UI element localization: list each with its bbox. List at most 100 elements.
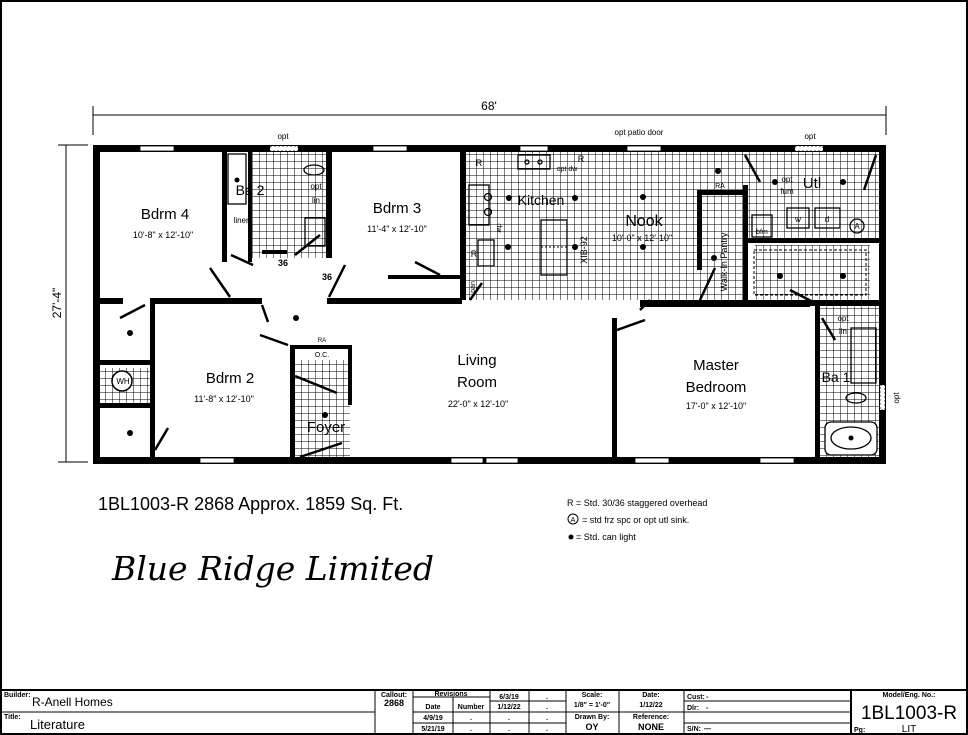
scale-value: 1/8" = 1'-0" bbox=[574, 702, 610, 709]
revision-date: 4/9/19 bbox=[423, 715, 443, 722]
revision-date: . bbox=[508, 715, 510, 722]
opt-furnace-label: opt bbox=[781, 175, 793, 184]
revision-number: . bbox=[470, 715, 472, 722]
revision-number: . bbox=[470, 726, 472, 733]
opt-patio-door-label: opt patio door bbox=[615, 128, 664, 137]
refrigerator-icon bbox=[477, 239, 495, 267]
legend-item: R = Std. 30/36 staggered overhead bbox=[567, 498, 707, 508]
scale-label: Scale: bbox=[582, 692, 603, 699]
drawn-by-value: OY bbox=[585, 722, 598, 732]
sn-value: — bbox=[704, 726, 711, 733]
bdrm3-label: Bdrm 3 bbox=[373, 200, 421, 217]
water-heater-icon bbox=[111, 370, 133, 392]
revision-number-header: Number bbox=[458, 704, 485, 711]
revision-number: . bbox=[546, 694, 548, 701]
revision-date: 5/21/19 bbox=[421, 726, 444, 733]
master-bedroom-label: Bedroom bbox=[686, 379, 747, 396]
revision-date-header: Date bbox=[425, 704, 440, 711]
date-value: 1/12/22 bbox=[639, 702, 662, 709]
cabinet-r-label: R bbox=[578, 154, 585, 164]
living-room-label: Living bbox=[457, 352, 496, 369]
model-value: 1BL1003-R bbox=[861, 703, 957, 724]
range-icon bbox=[468, 184, 490, 226]
reference-label: Reference: bbox=[633, 714, 669, 721]
pan-label: pan bbox=[470, 281, 477, 293]
foyer-label: Foyer bbox=[307, 419, 345, 436]
island-label: XIB-92 bbox=[579, 236, 589, 264]
cabinet-r-label: R bbox=[471, 249, 478, 259]
washer-label: w bbox=[794, 215, 801, 224]
furnace-label: fum bbox=[780, 187, 794, 196]
utility-sink-symbol: A bbox=[854, 222, 860, 231]
dlr-label: Dlr: bbox=[687, 705, 699, 712]
ba2-label: Ba 2 bbox=[236, 182, 265, 198]
page-value: LIT bbox=[902, 724, 916, 735]
nook-label: Nook bbox=[625, 213, 663, 230]
ba2-opt: opt bbox=[310, 182, 322, 191]
bfm-label: bfm bbox=[756, 229, 768, 236]
page-label: Pg: bbox=[854, 727, 865, 734]
closet-shelf bbox=[753, 249, 867, 296]
legend: R = Std. 30/36 staggered overhead A = st… bbox=[567, 498, 707, 542]
opt-window-label: opt bbox=[804, 132, 816, 141]
drawn-by-label: Drawn By: bbox=[575, 714, 610, 721]
depth-dimension: 27'-4" bbox=[50, 144, 88, 463]
ba1-opt: opt bbox=[837, 314, 849, 323]
bdrm2-label: Bdrm 2 bbox=[206, 370, 254, 387]
utility-sink-icon bbox=[849, 218, 865, 234]
water-heater-label: WH bbox=[116, 377, 130, 386]
dlr-value: - bbox=[706, 705, 709, 712]
bdrm2-size: 11'-8" x 12'-10" bbox=[194, 394, 254, 404]
bdrm3-size: 11'-4" x 12'-10" bbox=[367, 224, 427, 234]
width-label: 68' bbox=[481, 99, 497, 113]
nook-size: 10'-0" x 12'-10" bbox=[612, 233, 672, 243]
utility-label: Utl bbox=[803, 175, 821, 192]
opt-window-label: opt bbox=[277, 132, 289, 141]
series-name: Blue Ridge Limited bbox=[111, 549, 434, 588]
kitchen-label: Kitchen bbox=[518, 192, 565, 208]
dryer-label: d bbox=[825, 215, 829, 224]
date-label: Date: bbox=[642, 692, 660, 699]
sn-label: S/N: bbox=[687, 726, 701, 733]
ba1-opt-window: opt bbox=[892, 392, 901, 404]
revision-date: . bbox=[508, 726, 510, 733]
bdrm4-size: 10'-8" x 12'-10" bbox=[133, 230, 193, 240]
walk-in-pantry-label: Walk-In Pantry bbox=[719, 232, 729, 291]
interior-walls bbox=[93, 150, 883, 460]
ra-label: RA bbox=[318, 338, 326, 344]
living-room-size: 22'-0" x 12'-10" bbox=[448, 399, 508, 409]
toilet-ba2 bbox=[303, 164, 325, 176]
callout-label: Callout: bbox=[381, 692, 407, 699]
revision-date: 6/3/19 bbox=[499, 694, 519, 701]
washer-icon bbox=[786, 207, 810, 229]
ba1-label: Ba 1 bbox=[822, 369, 851, 385]
title-block bbox=[0, 689, 968, 735]
coat-closet-label: O.C. bbox=[315, 352, 329, 359]
legend-item: = std frz spc or opt utl sink. bbox=[582, 515, 689, 525]
kitchen-sink-icon bbox=[517, 154, 551, 170]
revision-number: . bbox=[546, 715, 548, 722]
ba2-lin: lin bbox=[312, 196, 320, 205]
reference-value: NONE bbox=[638, 722, 664, 732]
fixtures bbox=[111, 153, 878, 456]
opt-dw-label: opt dw bbox=[557, 166, 579, 173]
legend-symbol: A bbox=[571, 517, 576, 524]
title-block-text: Builder: R-Anell Homes Title: Literature… bbox=[4, 691, 957, 735]
cust-value: - bbox=[706, 694, 709, 701]
ra-label: RA bbox=[715, 183, 725, 190]
revision-number: . bbox=[546, 726, 548, 733]
ba1-lin: lin bbox=[839, 327, 847, 336]
cabinet-r-label: R bbox=[476, 158, 483, 168]
doors bbox=[119, 154, 878, 459]
furnace-icon bbox=[751, 214, 773, 238]
circle-a-icon bbox=[567, 513, 579, 525]
dryer-icon bbox=[814, 207, 841, 229]
builder-label: Builder: bbox=[4, 692, 30, 699]
cust-label: Cust: bbox=[687, 694, 705, 701]
depth-label: 27'-4" bbox=[50, 288, 64, 319]
revision-number: . bbox=[546, 704, 548, 711]
bdrm4-label: Bdrm 4 bbox=[141, 206, 189, 223]
model-sqft-line: 1BL1003-R 2868 Approx. 1859 Sq. Ft. bbox=[98, 494, 403, 514]
callout-value: 2868 bbox=[384, 698, 404, 708]
